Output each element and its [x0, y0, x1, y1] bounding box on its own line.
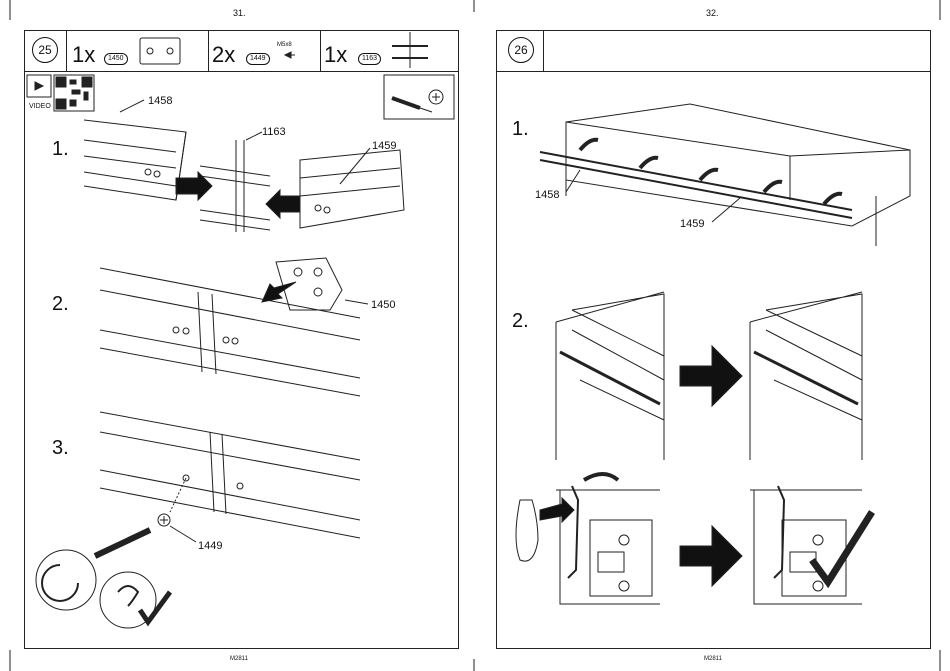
bracket-1450-icon [140, 38, 180, 64]
screw-icon [285, 52, 295, 58]
connector-1163-icon [392, 32, 428, 68]
